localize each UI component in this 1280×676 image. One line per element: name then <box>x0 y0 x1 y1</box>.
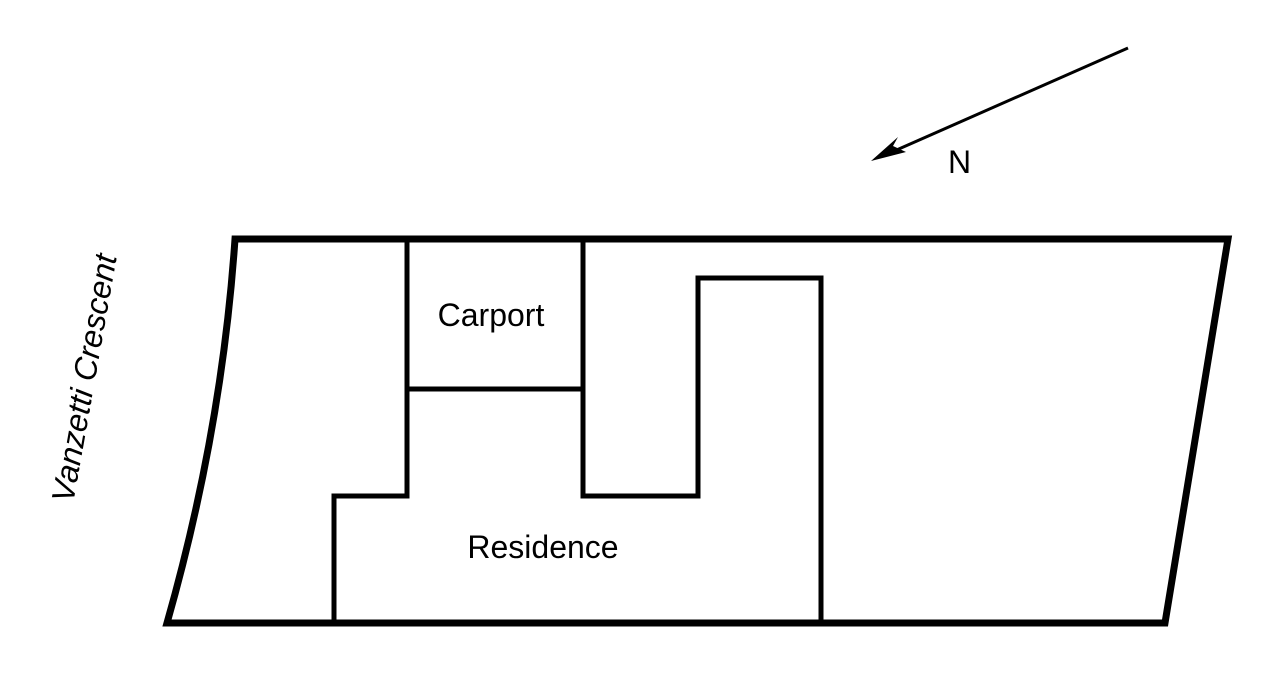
north-label: N <box>948 144 971 180</box>
street-label: Vanzetti Crescent <box>45 250 124 505</box>
carport-label: Carport <box>438 297 545 333</box>
lot-boundary <box>162 235 1233 627</box>
residence-label: Residence <box>467 529 618 565</box>
carport-outline <box>404 239 586 392</box>
residence-outline <box>331 275 824 623</box>
north-arrow-icon <box>871 46 1129 161</box>
